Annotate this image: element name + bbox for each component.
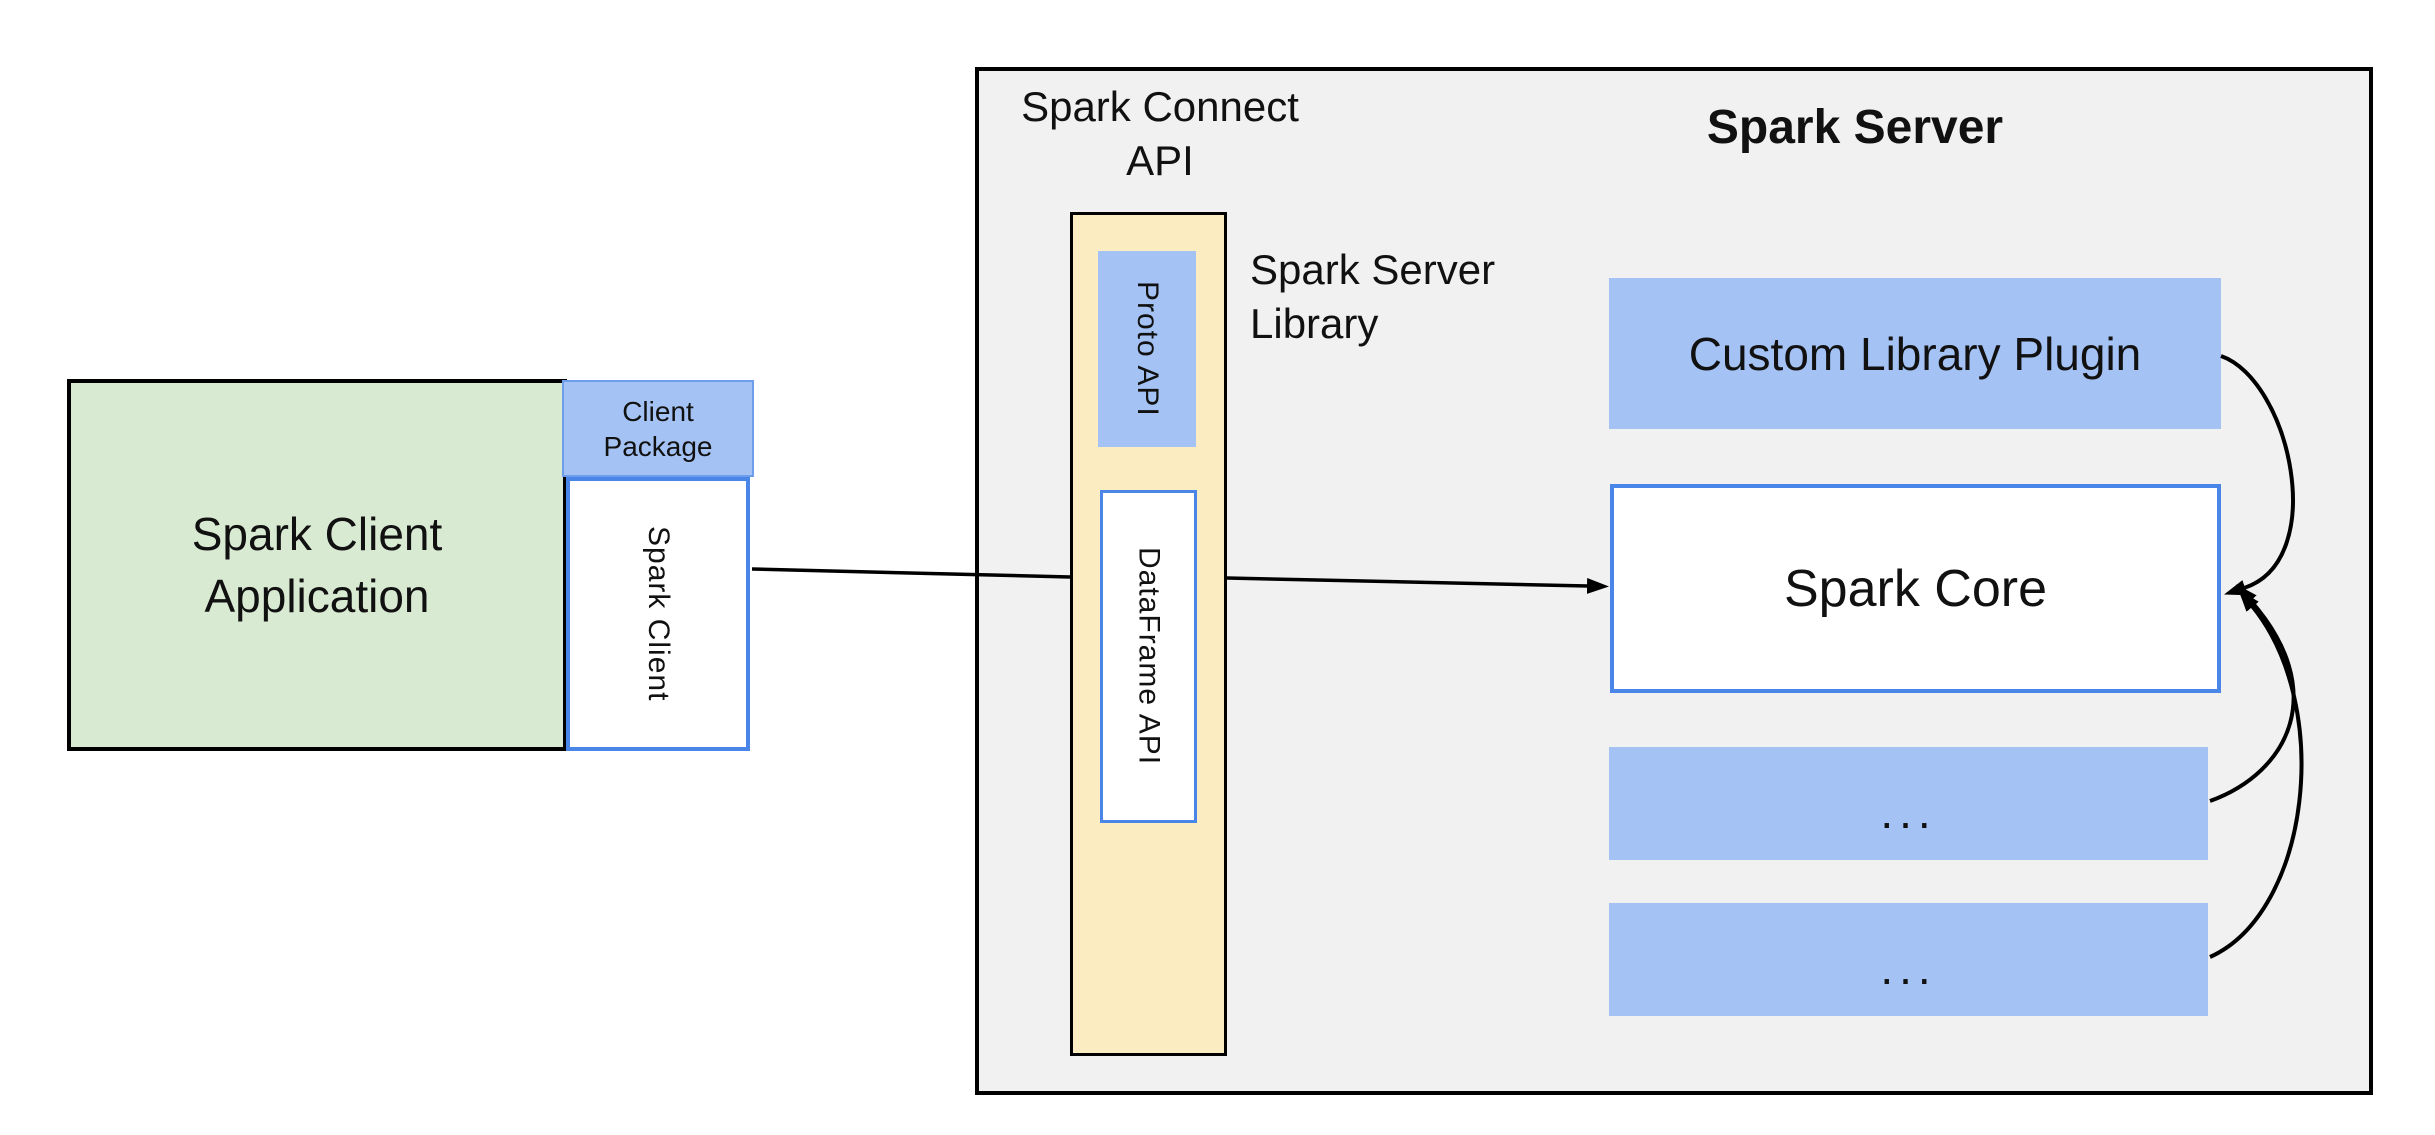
client-package-label-line2: Package: [603, 430, 713, 462]
spark-client-label: Spark Client: [642, 526, 675, 702]
spark-server-library-label-line1: Spark Server: [1250, 246, 1496, 293]
dataframe-api-box: DataFrame API: [1100, 490, 1197, 823]
proto-api-box: Proto API: [1098, 251, 1196, 447]
spark-client-application-box: Spark Client Application: [67, 379, 567, 751]
spark-server-library-label-line2: Library: [1250, 300, 1379, 347]
spark-server-title: Spark Server: [1706, 101, 2004, 154]
spark-client-box: Spark Client: [566, 477, 750, 751]
spark-core-box: Spark Core: [1610, 484, 2221, 693]
spark-connect-api-label: Spark Connect API: [985, 80, 1335, 188]
dataframe-api-label: DataFrame API: [1132, 547, 1166, 766]
proto-api-label: Proto API: [1131, 281, 1164, 417]
spark-client-application-label-line1: Spark Client: [191, 508, 443, 560]
spark-connect-api-label-line2: API: [1126, 137, 1194, 184]
spark-server-library-label: Spark Server Library: [1250, 243, 1580, 351]
extension-box-2: ...: [1609, 903, 2208, 1016]
client-package-box: Client Package: [562, 380, 754, 477]
extension-box-1: ...: [1609, 747, 2208, 860]
spark-connect-api-label-line1: Spark Connect: [1021, 83, 1299, 130]
spark-client-application-label-line2: Application: [204, 570, 430, 622]
custom-library-plugin-box: Custom Library Plugin: [1609, 278, 2221, 429]
client-package-label-line1: Client: [622, 395, 694, 427]
